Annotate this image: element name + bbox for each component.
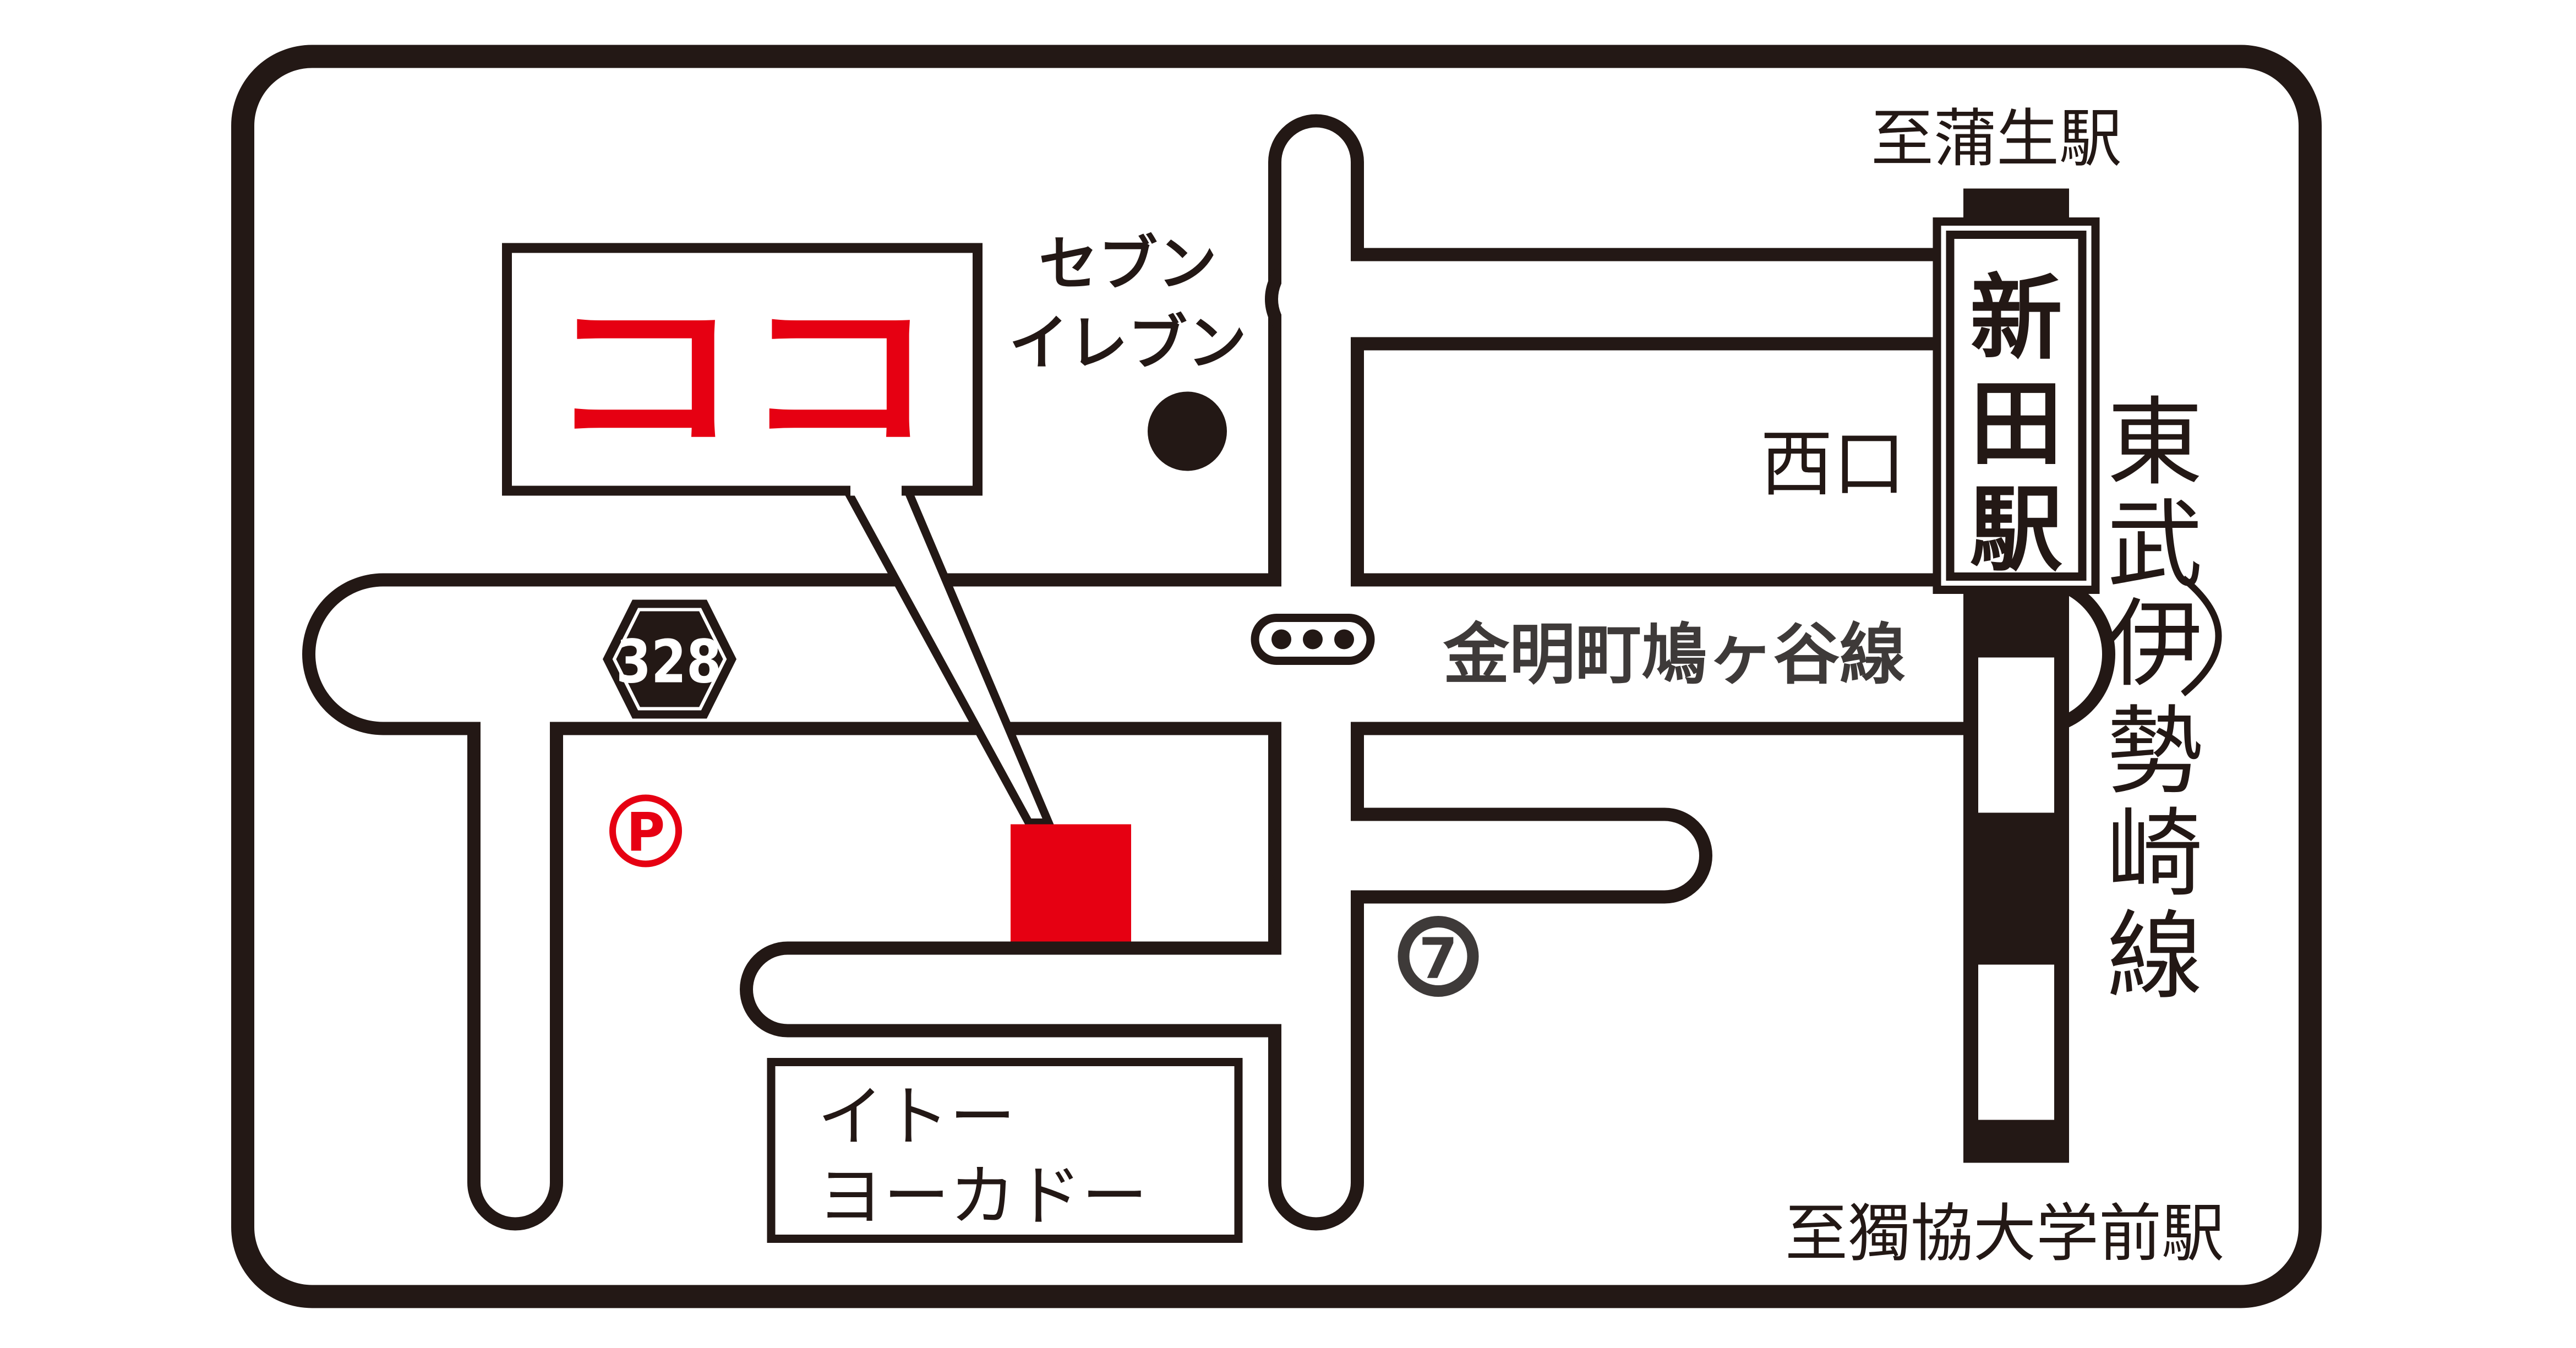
direction-north-label: 至蒲生駅: [1871, 102, 2122, 176]
station-name-char-2: 田: [1970, 370, 2062, 478]
railway-name-bracket: [2181, 575, 2222, 697]
railway-name-char-5: 崎: [2107, 799, 2203, 910]
route-number: 328: [616, 628, 722, 697]
target-label: ココ: [547, 283, 936, 472]
target-callout: ココ: [502, 243, 1055, 827]
station-box: 新 田 駅: [1933, 217, 2100, 594]
railway-name-vertical: 東 武 伊 勢 崎 線: [2107, 388, 2222, 1013]
railway-name-char-1: 東: [2107, 388, 2203, 499]
direction-south-label: 至獨協大学前駅: [1785, 1197, 2224, 1270]
ito-yokado-label-line2: ヨーカドー: [817, 1159, 1148, 1235]
route-number-marker: 328: [603, 599, 736, 719]
parking-icon: P: [609, 794, 682, 867]
ito-yokado-box: イトー ヨーカドー: [767, 1058, 1243, 1243]
railway-name-char-4: 勢: [2107, 696, 2203, 808]
railway-name-char-6: 線: [2107, 901, 2203, 1013]
route-name-label: 金明町鳩ヶ谷線: [1443, 617, 1906, 694]
station-name-char-1: 新: [1970, 265, 2062, 373]
railway-name-char-3: 伊: [2107, 589, 2203, 701]
parking-symbol: P: [626, 802, 665, 864]
seven-eleven-marker: [1148, 391, 1227, 471]
station-name-char-3: 駅: [1970, 476, 2062, 584]
route-hexagon-icon: [603, 599, 736, 719]
seven-eleven-logo-icon: 7: [1398, 916, 1479, 997]
target-location-marker: [1011, 824, 1131, 942]
ito-yokado-label-line1: イトー: [817, 1079, 1016, 1156]
railway-name-char-2: 武: [2107, 490, 2203, 602]
west-exit-label: 西口: [1760, 422, 1906, 507]
seven-eleven-logo-numeral: 7: [1419, 926, 1458, 992]
seven-eleven-label-line1: セブン: [1039, 230, 1217, 299]
callout-box: [502, 243, 983, 496]
seven-eleven-label-line2: イレブン: [1009, 309, 1247, 378]
traffic-light-icon: [1251, 614, 1375, 665]
